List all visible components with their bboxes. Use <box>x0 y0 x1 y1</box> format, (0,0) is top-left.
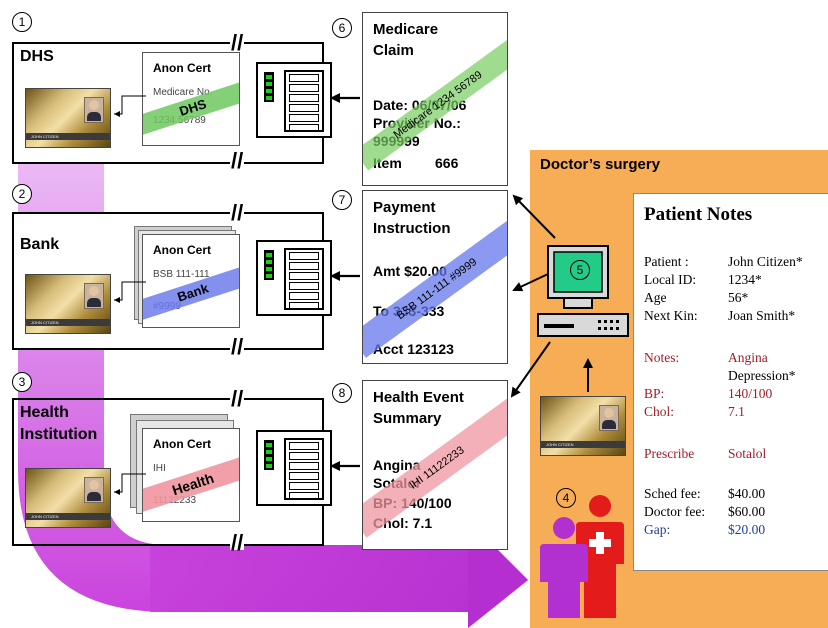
patient-notes-title: Patient Notes <box>644 204 753 225</box>
chol-value: 7.1 <box>728 404 745 419</box>
local-id-value: 1234* <box>728 272 762 287</box>
step-7-marker: 7 <box>332 190 352 210</box>
bp-value: 140/100 <box>728 386 773 401</box>
step-8-marker: 8 <box>332 383 352 403</box>
patient-value: John Citizen* <box>728 254 803 269</box>
health-server-icon <box>256 430 332 506</box>
payment-amount: Amt $20.00 <box>373 263 447 279</box>
next-kin-value: Joan Smith* <box>728 308 796 323</box>
age-label: Age <box>644 290 667 305</box>
bp-label: BP: <box>644 386 665 401</box>
step-3-marker: 3 <box>12 372 32 392</box>
payment-stripe: BSB 111-111 #9999 <box>363 220 507 358</box>
payment-title-line1: Payment <box>373 199 436 216</box>
health-break-top: // <box>230 386 245 411</box>
dhs-break-bottom: // <box>230 148 245 173</box>
claim-title-line1: Medicare <box>373 21 439 38</box>
event-title-line1: Health Event <box>373 389 464 406</box>
bank-anon-cert: Anon Cert BSB 111-111 #9999 Bank <box>142 234 240 328</box>
health-link-line <box>114 473 146 495</box>
dhs-server-icon <box>256 62 332 138</box>
health-break-bottom: // <box>230 530 245 555</box>
patient-and-doctor-icon <box>540 495 624 618</box>
bank-smartcard: JOHN CITIZEN <box>25 274 111 334</box>
notes-value-angina: Angina <box>728 350 768 365</box>
sched-fee-value: $40.00 <box>728 486 766 501</box>
step-2-marker: 2 <box>12 184 32 204</box>
payment-title-line2: Instruction <box>373 220 451 237</box>
payment-account: Acct 123123 <box>373 341 454 357</box>
step-6-marker: 6 <box>332 18 352 38</box>
bank-break-bottom: // <box>230 334 245 359</box>
health-title-line2: Institution <box>20 426 98 443</box>
gap-value: $20.00 <box>728 522 766 537</box>
dhs-smartcard: JOHN CITIZEN <box>25 88 111 148</box>
step-1-marker: 1 <box>12 12 32 32</box>
notes-value-depression: Depression* <box>728 368 796 383</box>
local-id-label: Local ID: <box>644 272 697 287</box>
next-kin-label: Next Kin: <box>644 308 698 323</box>
gap-label: Gap: <box>644 522 671 537</box>
surgery-smartcard: JOHN CITIZEN <box>540 396 626 456</box>
event-title-line2: Summary <box>373 410 442 427</box>
patient-label: Patient : <box>644 254 689 269</box>
step-4-marker: 4 <box>556 488 576 508</box>
chol-label: Chol: <box>644 404 675 419</box>
patient-notes-panel: Patient Notes Patient : John Citizen* Loc… <box>633 193 828 571</box>
age-value: 56* <box>728 290 749 305</box>
bank-link-line <box>114 281 146 303</box>
sched-fee-label: Sched fee: <box>644 486 701 501</box>
computer-icon <box>537 245 629 337</box>
step-5-marker: 5 <box>570 260 590 280</box>
bank-title: Bank <box>20 236 60 253</box>
notes-label: Notes: <box>644 350 680 365</box>
dhs-anon-cert: Anon Cert Medicare No. 1234 56789 DHS <box>142 52 240 146</box>
prescribe-value: Sotalol <box>728 446 767 461</box>
claim-item-value: 666 <box>435 155 459 171</box>
health-title-line1: Health <box>20 404 69 421</box>
surgery-title: Doctor’s surgery <box>540 156 661 173</box>
bank-server-icon <box>256 240 332 316</box>
claim-title-line2: Claim <box>373 42 414 59</box>
dhs-break-top: // <box>230 30 245 55</box>
health-smartcard: JOHN CITIZEN <box>25 468 111 528</box>
health-anon-cert: Anon Cert IHI 11122233 Health <box>142 428 240 522</box>
dhs-title: DHS <box>20 48 54 65</box>
doctor-fee-value: $60.00 <box>728 504 766 519</box>
doctor-fee-label: Doctor fee: <box>644 504 706 519</box>
prescribe-label: Prescribe <box>644 446 695 461</box>
bank-break-top: // <box>230 200 245 225</box>
dhs-link-line <box>114 95 146 117</box>
